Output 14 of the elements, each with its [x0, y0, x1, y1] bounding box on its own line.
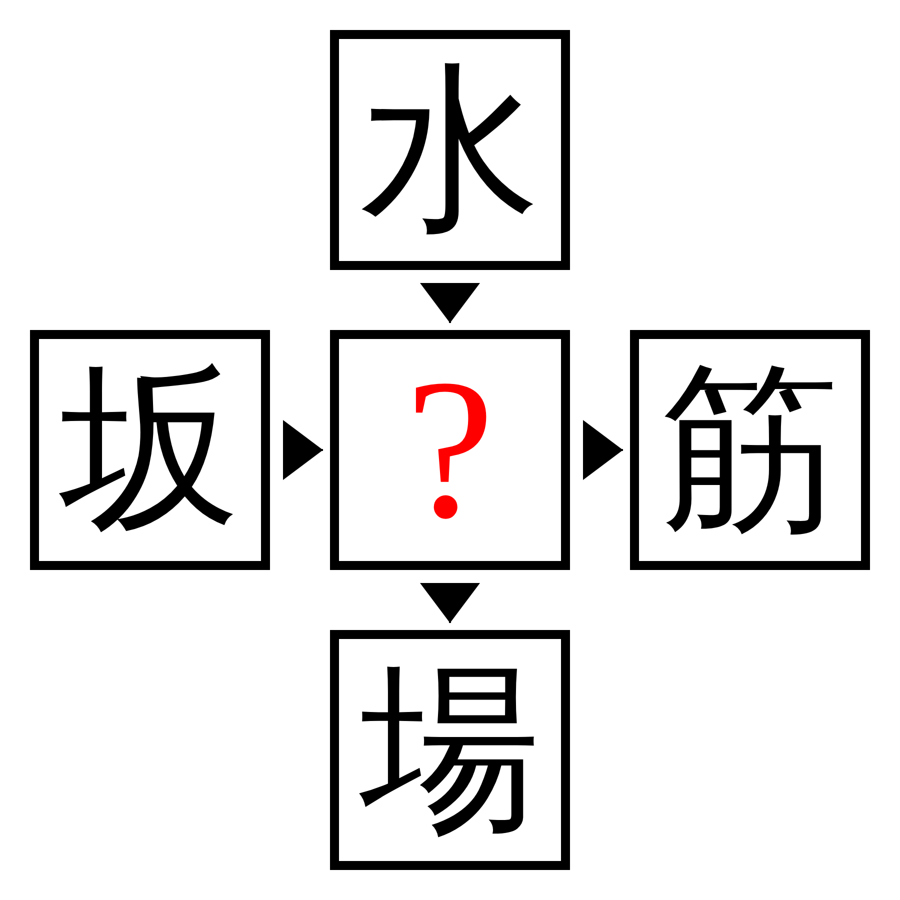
character-box — [330, 630, 570, 870]
kanji-character: 筋 — [660, 360, 840, 540]
kanji-character: 水 — [360, 60, 540, 240]
arrow — [583, 420, 623, 480]
character-box — [330, 330, 570, 570]
kanji-character: 場 — [360, 660, 540, 840]
character-box — [330, 30, 570, 270]
arrow — [420, 583, 480, 623]
arrow — [283, 420, 323, 480]
arrow — [420, 283, 480, 323]
character-box — [630, 330, 870, 570]
question-mark: ? — [406, 350, 494, 550]
kanji-character: 坂 — [60, 360, 240, 540]
character-box — [30, 330, 270, 570]
